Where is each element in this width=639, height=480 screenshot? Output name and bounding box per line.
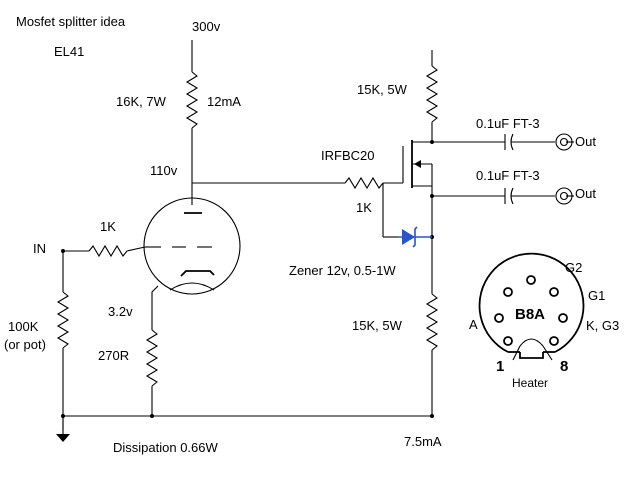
socket-pin-a-label: A [469, 317, 478, 332]
output-1-jack [555, 133, 574, 151]
input-label: IN [33, 241, 46, 256]
output-current-label: 7.5mA [404, 434, 442, 449]
gate-resistor-label: 1K [356, 200, 372, 215]
drain-resistor-label: 15K, 5W [357, 82, 408, 97]
gate-resistor [344, 176, 403, 190]
cathode-resistor-label: 270R [98, 348, 129, 363]
socket-pin-kg3-label: K, G3 [586, 318, 619, 333]
cathode-resistor [145, 318, 159, 416]
drain-resistor [425, 50, 439, 142]
grid-leak-value-label: 100K [8, 319, 39, 334]
b8a-socket [478, 252, 585, 361]
output-1-label: Out [575, 134, 596, 149]
socket-heater-label: Heater [512, 376, 548, 390]
socket-pin-g1-label: G1 [588, 288, 605, 303]
coupling-cap-1-label: 0.1uF FT-3 [476, 116, 540, 131]
output-2-network [432, 187, 555, 205]
grid-leak-note-label: (or pot) [4, 337, 46, 352]
socket-pin-8-label: 8 [560, 358, 568, 375]
source-resistor [425, 293, 439, 416]
anode-voltage-label: 110v [150, 163, 178, 178]
socket-pin-1-label: 1 [496, 358, 504, 375]
anode-current-label: 12mA [207, 94, 241, 109]
mosfet-irfbc20 [402, 140, 433, 196]
grid-resistor-label: 1K [100, 219, 116, 234]
tube-el41 [143, 197, 241, 318]
output-1-network [432, 133, 555, 151]
tube-type-label: EL41 [54, 44, 84, 59]
grid-leak-resistor [56, 251, 70, 430]
anode-resistor [185, 40, 199, 205]
output-2-label: Out [575, 186, 596, 201]
source-resistor-label: 15K, 5W [352, 318, 403, 333]
socket-pin-g2-label: G2 [565, 260, 582, 275]
grid-input-network [61, 244, 146, 258]
output-2-jack [555, 187, 574, 205]
mosfet-part-label: IRFBC20 [321, 148, 374, 163]
zener-label: Zener 12v, 0.5-1W [289, 263, 396, 278]
zener-diode [398, 226, 432, 248]
ground-rail [56, 414, 434, 442]
supply-voltage-label: 300v [192, 19, 221, 34]
dissipation-label: Dissipation 0.66W [113, 440, 218, 455]
diagram-title: Mosfet splitter idea [16, 14, 126, 29]
anode-resistor-label: 16K, 7W [116, 94, 167, 109]
socket-type-label: B8A [515, 306, 545, 323]
cathode-voltage-label: 3.2v [108, 304, 133, 319]
coupling-cap-2-label: 0.1uF FT-3 [476, 168, 540, 183]
